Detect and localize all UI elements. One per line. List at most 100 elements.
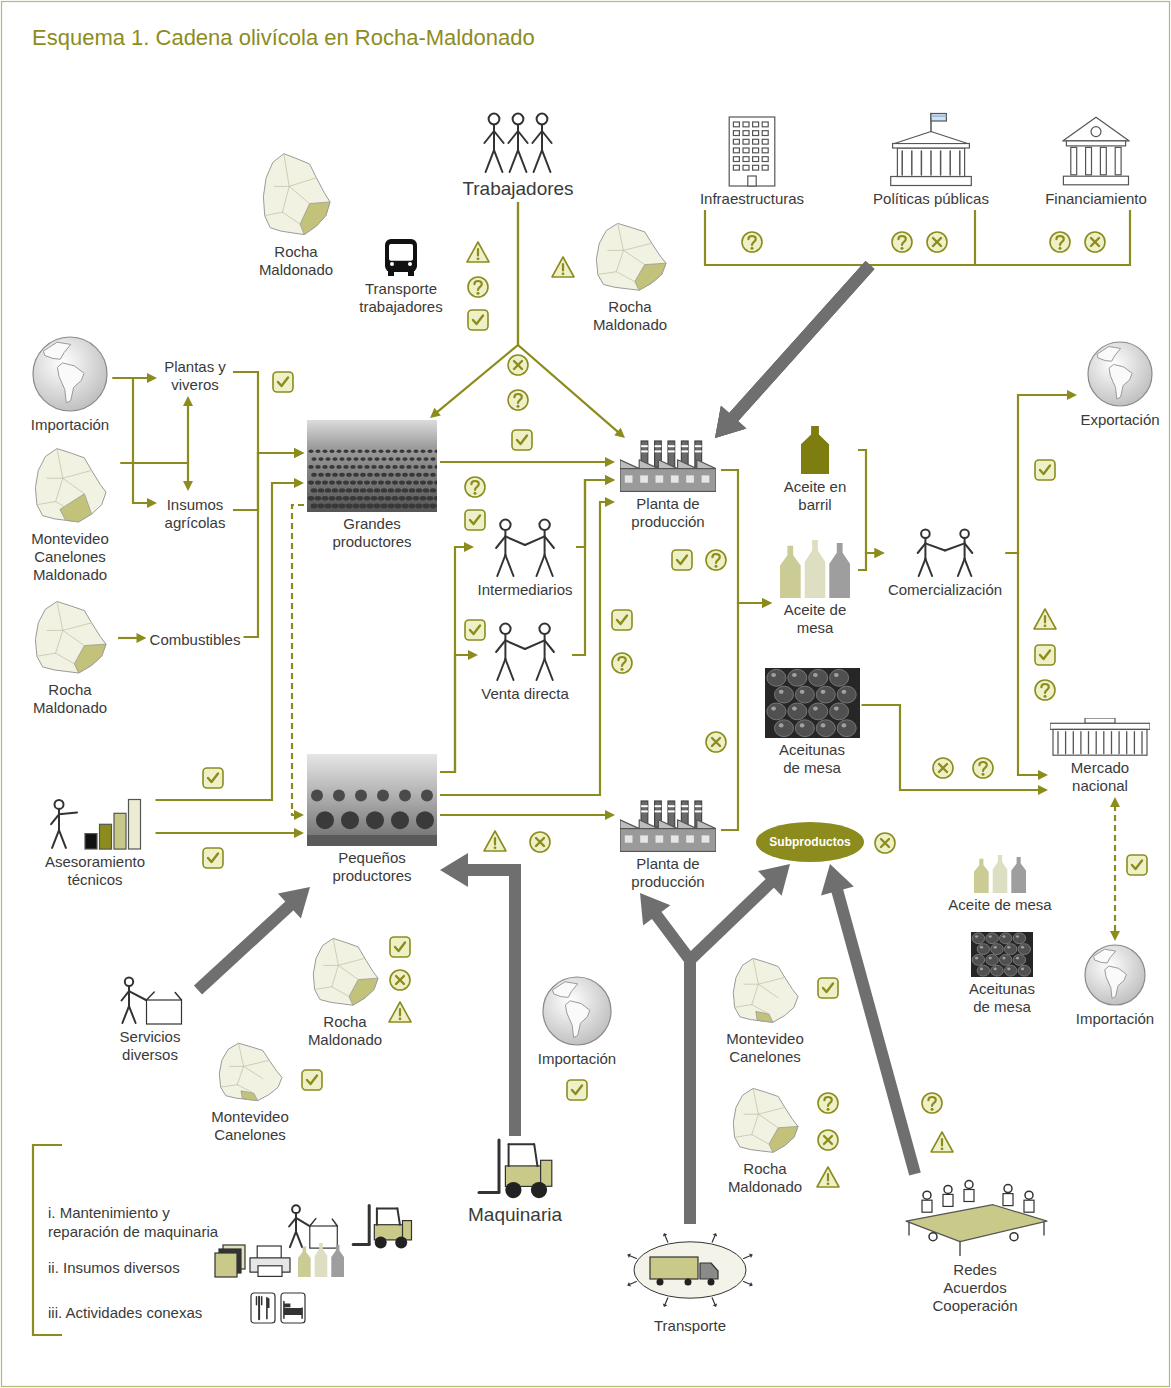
chain-actor: Planta de producción [617,440,719,531]
icon-shape [1115,147,1121,174]
icon-shape [413,481,419,485]
icon-shape [333,938,338,965]
actor-icon [475,1138,555,1200]
icon-shape [310,1219,316,1226]
icon-shape [931,1132,953,1152]
icon-shape [344,450,349,453]
status-mark [508,355,528,375]
chain-actor: Importación [30,335,111,434]
icon-shape [336,496,343,501]
icon-shape [752,1005,769,1015]
icon-shape [925,543,945,550]
icon-shape [122,991,130,1000]
icon-shape [1096,732,1097,754]
connector [862,705,1049,795]
icon-shape [283,1302,285,1319]
icon-shape [695,445,702,447]
icon-shape [1111,732,1112,754]
icon-shape [360,457,365,461]
icon-shape [381,457,386,461]
icon-shape [921,530,930,539]
icon-shape [820,723,825,727]
icon-shape [545,659,553,680]
icon-shape [332,473,338,477]
icon-shape [440,502,607,795]
node-label: Trabajadores [462,177,573,200]
icon-shape [656,835,664,842]
icon-shape [311,504,318,509]
icon-shape [1091,238,1099,246]
icon-shape [829,543,850,598]
chain-actor: Asesoramiento técnicos [37,795,154,889]
icon-shape [713,1233,718,1237]
icon-shape [402,488,408,492]
icon-shape [1118,732,1119,754]
arrow-head [1110,931,1120,941]
node-label: Redes Acuerdos Cooperación [928,1261,1023,1315]
icon-shape [762,139,768,144]
icon-shape [374,457,379,461]
icon-shape [504,634,506,659]
icon-shape [623,250,644,264]
actor-icon [800,425,830,475]
arrow-head [147,498,157,508]
node-label: Importación [538,1050,616,1068]
icon-shape [399,465,404,469]
icon-shape [325,457,330,461]
icon-shape [730,265,870,421]
icon-shape [489,114,500,125]
icon-shape [858,553,877,570]
icon-shape [532,131,542,143]
icon-shape [1126,732,1127,754]
icon-shape [37,502,56,505]
status-mark [467,242,489,262]
node-label: Planta de producción [618,855,718,891]
icon-shape [753,139,759,144]
icon-shape [627,1282,631,1287]
icon-shape [473,316,483,325]
icon-shape [744,1114,759,1115]
icon-shape [715,565,718,568]
icon-shape [875,833,895,853]
icon-shape [993,855,1008,893]
icon-shape [122,1006,129,1023]
icon-shape [388,473,394,477]
icon-shape [514,394,521,403]
status-mark [1085,232,1105,252]
icon-shape [895,132,968,144]
icon-shape [612,610,632,630]
node-label: Importación [31,416,109,434]
icon-shape [1071,147,1077,174]
icon-shape [543,977,611,1045]
icon-shape [388,488,394,492]
icon-shape [332,965,339,986]
icon-shape [973,758,993,778]
icon-shape [706,550,726,570]
arrow-head [605,810,615,820]
icon-shape [668,441,675,467]
chain-actor: Montevideo Canelones [717,955,814,1066]
icon-shape [762,131,768,136]
icon-shape [685,1279,692,1286]
icon-shape [735,1005,752,1008]
icon-shape [512,430,532,450]
icon-shape [923,1191,931,1199]
icon-shape [1013,955,1025,966]
icon-shape [668,805,675,807]
icon-shape [870,210,1130,265]
icon-shape [121,404,189,463]
icon-shape [630,1282,637,1285]
actor-icon [765,668,860,738]
icon-shape [944,1185,952,1193]
icon-shape [989,935,992,938]
icon-shape [388,271,394,276]
status-mark [818,1093,838,1113]
icon-shape [1127,855,1147,875]
marks-group [203,232,1147,1323]
icon-shape [385,239,417,272]
chain-actor: Rocha Maldonado [722,1085,809,1196]
icon-shape [576,480,607,547]
icon-shape [663,1233,668,1237]
icon-shape [1057,732,1058,754]
icon-shape [971,932,1033,977]
